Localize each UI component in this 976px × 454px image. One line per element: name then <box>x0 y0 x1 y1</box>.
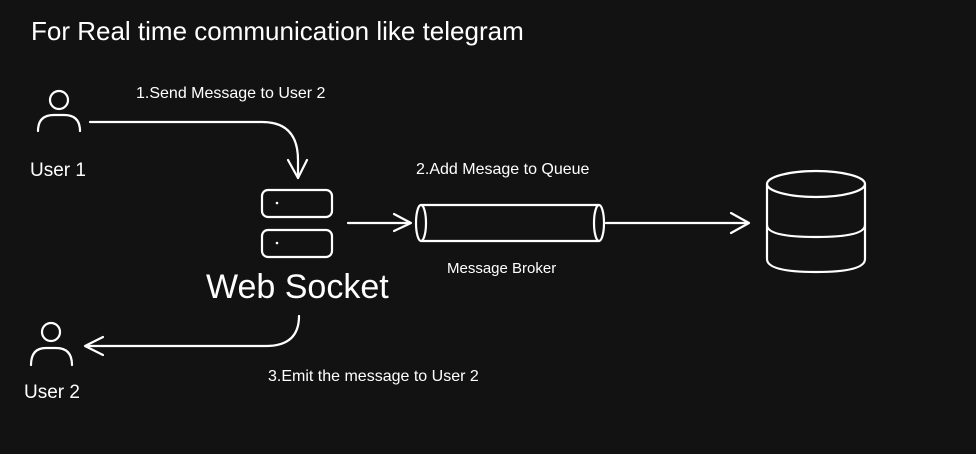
emit-arrow <box>83 314 301 357</box>
user-2-icon <box>29 321 74 367</box>
database-icon <box>765 169 867 274</box>
store-arrow <box>604 211 751 235</box>
user-1-icon <box>36 89 82 133</box>
message-broker-pipe <box>414 203 606 243</box>
diagram-title: For Real time communication like telegra… <box>31 16 524 46</box>
send-arrow <box>88 120 309 180</box>
step-emit-label: 3.Emit the message to User 2 <box>268 368 479 385</box>
user-2-label: User 2 <box>24 382 80 403</box>
user-1-label: User 1 <box>30 160 86 181</box>
queue-arrow <box>346 212 413 233</box>
web-socket-label: Web Socket <box>206 268 389 306</box>
web-socket-server-icon <box>260 188 334 259</box>
message-broker-label: Message Broker <box>447 260 557 277</box>
step-send-label: 1.Send Message to User 2 <box>136 85 326 102</box>
step-queue-label: 2.Add Mesage to Queue <box>416 161 590 178</box>
